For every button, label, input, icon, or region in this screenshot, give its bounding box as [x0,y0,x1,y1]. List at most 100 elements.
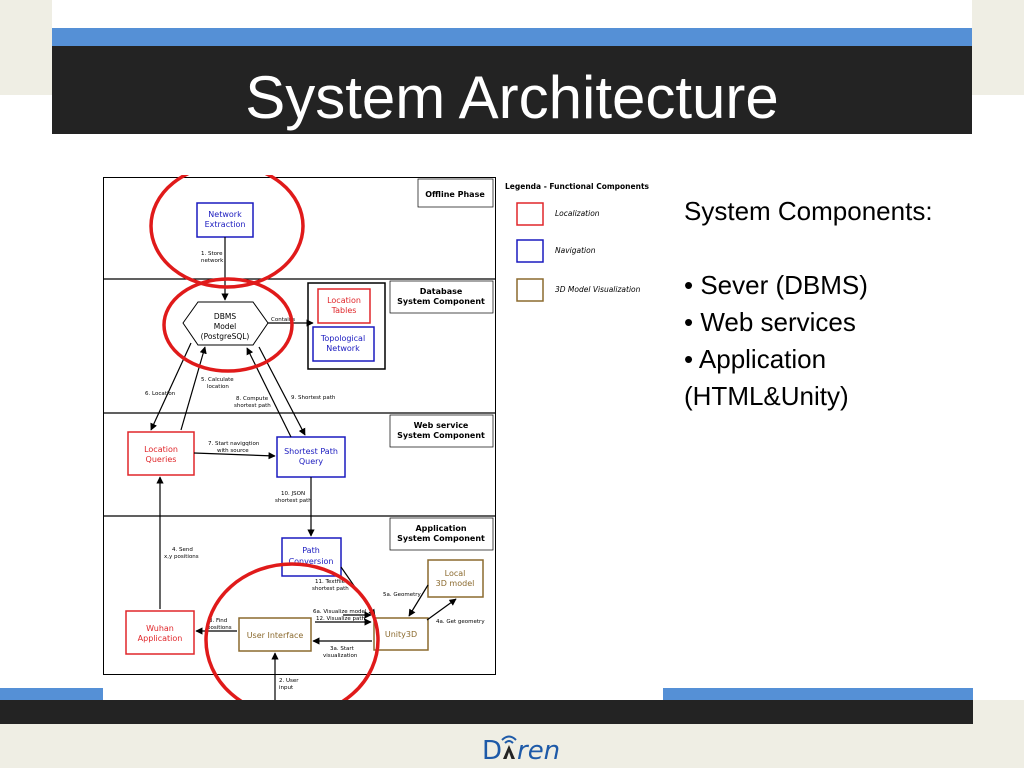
svg-text:visualization: visualization [323,653,358,659]
svg-text:(PostgreSQL): (PostgreSQL) [201,332,250,341]
node-unity3d: Unity3D [373,617,429,651]
node-network-extraction: Network Extraction [196,202,254,238]
svg-text:5a. Geometry: 5a. Geometry [383,592,422,598]
lane-label-offline: Offline Phase [417,178,494,208]
svg-text:8. Compute: 8. Compute [236,396,269,402]
top-accent-bar [52,28,972,46]
system-components-list: System Components: • Sever (DBMS) • Web … [684,193,1014,415]
wifi-icon [501,735,517,744]
svg-text:ren: ren [517,736,560,766]
svg-text:6a. Visualize model: 6a. Visualize model [313,609,367,615]
svg-text:User Interface: User Interface [247,631,304,640]
svg-text:9. Shortest path: 9. Shortest path [291,395,336,401]
footer [0,724,1024,768]
svg-text:Topological: Topological [320,334,365,343]
svg-text:3D model: 3D model [436,579,475,588]
component-item-web-services: • Web services [684,307,856,337]
svg-text:network: network [201,258,224,264]
svg-text:12. Visualize path: 12. Visualize path [316,616,365,622]
svg-text:System Component: System Component [397,297,485,306]
bottom-bar [0,700,973,724]
svg-text:7. Start navigqtion: 7. Start navigqtion [208,441,260,447]
svg-text:Model: Model [214,322,237,331]
svg-text:Location: Location [327,296,361,305]
svg-text:x,y positions: x,y positions [164,554,199,560]
background-left-strip [0,0,52,95]
svg-text:D: D [482,736,502,766]
svg-text:Unity3D: Unity3D [385,630,417,639]
svg-text:Navigation: Navigation [555,246,596,255]
highlight-application [204,562,380,700]
component-item-application-detail: (HTML&Unity) [684,381,849,411]
svg-text:DBMS: DBMS [214,312,236,321]
svg-text:Network: Network [208,210,242,219]
title-bar [52,46,972,134]
svg-text:Web service: Web service [414,421,469,430]
svg-text:Network: Network [326,344,360,353]
legend: Legenda - Functional Components Localiza… [505,182,650,302]
svg-text:shortest path: shortest path [275,498,312,504]
svg-text:Queries: Queries [146,455,177,464]
svg-text:Localization: Localization [555,209,600,218]
background-right-strip [972,0,1024,95]
bottom-accent-bar-right [663,688,973,700]
node-location-queries: Location Queries [127,431,195,476]
highlight-ellipses [149,175,380,700]
components-heading: System Components: [684,196,933,226]
svg-text:10. JSON: 10. JSON [281,491,305,497]
svg-text:3a. Start: 3a. Start [330,646,355,652]
svg-text:Path: Path [302,546,320,555]
node-topological-network: Topological Network [312,326,375,362]
node-dbms-model: DBMS Model (PostgreSQL) [182,301,269,346]
svg-text:shortest path: shortest path [312,586,349,592]
svg-text:Application: Application [138,634,183,643]
lane-label-application: Application System Component [389,517,494,551]
svg-text:Tables: Tables [331,306,357,315]
architecture-diagram: Offline Phase Database System Component … [103,175,650,700]
node-user-interface: User Interface [238,617,312,652]
component-item-application: • Application [684,344,827,374]
svg-text:2. User: 2. User [279,678,299,684]
lane-label-webservice: Web service System Component [389,414,494,448]
svg-text:Shortest Path: Shortest Path [284,447,338,456]
svg-text:Location: Location [144,445,178,454]
component-item-dbms: • Sever (DBMS) [684,270,868,300]
logo-a-glyph [503,745,515,759]
svg-text:6. Location: 6. Location [145,391,176,397]
edge-labels: 1. Store network Contains 6. Location 5.… [145,251,485,691]
legend-swatch-visualization [516,278,544,302]
lane-label-database: Database System Component [389,280,494,314]
svg-text:4a. Get geometry: 4a. Get geometry [436,619,485,625]
svg-text:Database: Database [420,287,463,296]
svg-text:System Component: System Component [397,431,485,440]
svg-text:11. Textfile: 11. Textfile [315,579,346,585]
svg-text:Query: Query [299,457,324,466]
legend-swatch-localization [516,202,544,226]
svg-text:Contains: Contains [271,317,295,323]
svg-text:with source: with source [217,448,249,454]
svg-text:Local: Local [445,569,466,578]
highlight-dbms [162,277,294,373]
footer-corner [973,700,1024,724]
svg-text:Extraction: Extraction [205,220,246,229]
svg-text:Conversion: Conversion [289,557,334,566]
svg-text:3. Find: 3. Find [209,618,227,624]
node-wuhan-application: Wuhan Application [125,610,195,655]
svg-text:Offline Phase: Offline Phase [425,190,485,199]
svg-text:Legenda - Functional Component: Legenda - Functional Components [505,182,650,191]
svg-text:location: location [207,384,229,390]
node-shortest-path-query: Shortest Path Query [276,436,346,478]
svg-text:input: input [279,685,294,691]
svg-text:System Component: System Component [397,534,485,543]
node-local-3d-model: Local 3D model [427,559,484,598]
bottom-accent-bar-left [0,688,103,700]
daren-logo: D ren [482,735,560,766]
svg-text:shortest path: shortest path [234,403,271,409]
svg-text:Wuhan: Wuhan [146,624,174,633]
slide-title: System Architecture [245,64,779,131]
svg-text:4. Send: 4. Send [172,547,193,553]
node-location-tables: Location Tables [317,288,371,324]
node-path-conversion: Path Conversion [281,537,342,577]
svg-text:1. Store: 1. Store [201,251,223,257]
svg-text:3D Model Visualization: 3D Model Visualization [555,285,641,294]
